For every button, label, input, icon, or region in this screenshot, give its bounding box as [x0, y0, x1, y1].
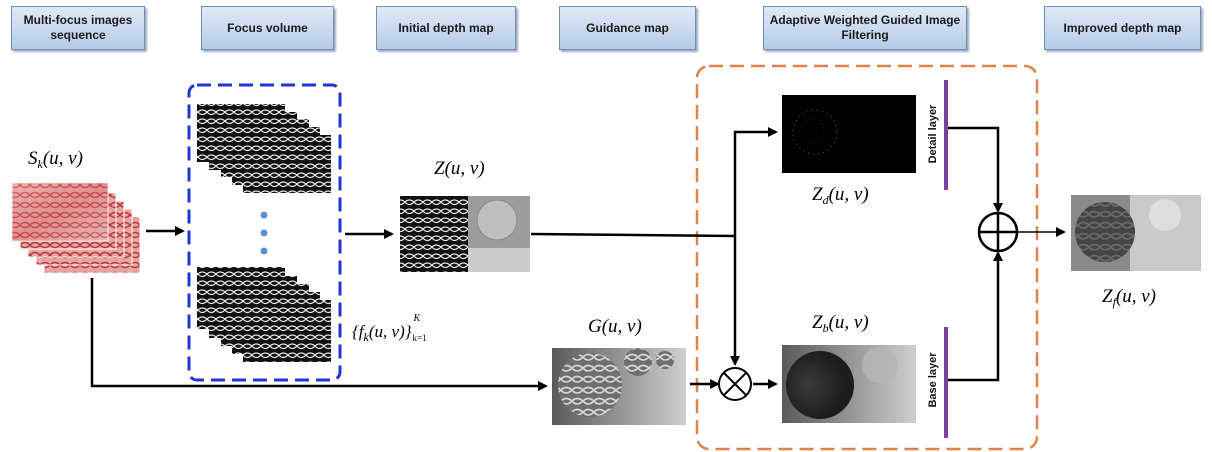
circled-plus-icon [977, 211, 1019, 253]
header-guidance: Guidance map [559, 6, 696, 50]
label-z-b: Zb(u, v) [812, 312, 869, 336]
base-layer-bar [944, 327, 948, 438]
label-zb-main: Z [812, 312, 823, 333]
label-zf-main: Z [1102, 286, 1113, 307]
label-z-main: Z(u, v) [434, 158, 485, 179]
header-focus-volume: Focus volume [201, 6, 334, 50]
focus-volume-ellipsis [260, 211, 268, 255]
guidance-map-image [552, 348, 686, 425]
label-fset-sub: k [363, 330, 369, 344]
header-initial-depth-text: Initial depth map [398, 20, 494, 35]
awgif-box [695, 64, 1039, 451]
header-improved-text: Improved depth map [1063, 20, 1182, 35]
label-zb-sub: b [822, 321, 829, 335]
header-multi-focus: Multi-focus images sequence [11, 6, 145, 50]
label-zd-main: Z [812, 184, 823, 205]
focus-volume-bottom-stack [197, 267, 331, 362]
label-fset-open: {f [352, 322, 364, 341]
label-zd-sub: d [822, 193, 829, 207]
label-zf-sub: f [1112, 295, 1116, 309]
label-s-sub: k [37, 157, 43, 171]
label-s-k: Sk(u, v) [28, 148, 83, 172]
header-initial-depth: Initial depth map [376, 6, 516, 50]
connector-arrows [90, 126, 1066, 391]
label-zb-args: (u, v) [828, 312, 869, 333]
detail-layer-label: Detail layer [927, 104, 939, 164]
circled-times-icon [718, 367, 752, 401]
label-s-main: S [28, 148, 38, 169]
label-g: G(u, v) [588, 316, 642, 338]
focus-volume-box [187, 83, 342, 382]
label-zd-args: (u, v) [828, 184, 869, 205]
improved-depth-map-image [1071, 195, 1201, 271]
header-focus-volume-text: Focus volume [227, 20, 308, 35]
label-z-d: Zd(u, v) [812, 184, 869, 208]
focus-volume-top-stack [197, 104, 331, 193]
header-awgif-text: Adaptive Weighted Guided Image Filtering [769, 13, 961, 42]
detail-layer-image [782, 95, 916, 173]
header-multi-focus-text: Multi-focus images sequence [23, 13, 133, 42]
base-layer-label: Base layer [927, 352, 939, 408]
header-guidance-text: Guidance map [586, 20, 669, 35]
label-z-f: Zf(u, v) [1102, 286, 1156, 310]
multi-focus-image-stack [11, 182, 141, 274]
label-z: Z(u, v) [434, 158, 485, 180]
label-fset-args: (u, v)} [368, 322, 412, 341]
label-zf-args: (u, v) [1115, 286, 1157, 307]
label-fset-lower: k=1 [412, 333, 427, 343]
label-s-args: (u, v) [42, 148, 83, 169]
label-g-main: G(u, v) [588, 316, 642, 337]
base-layer-image [782, 345, 916, 423]
header-improved: Improved depth map [1044, 6, 1201, 50]
label-fset-sup: K [413, 313, 421, 324]
initial-depth-map-image [400, 196, 530, 272]
header-awgif: Adaptive Weighted Guided Image Filtering [763, 6, 967, 50]
detail-layer-bar [944, 80, 948, 190]
